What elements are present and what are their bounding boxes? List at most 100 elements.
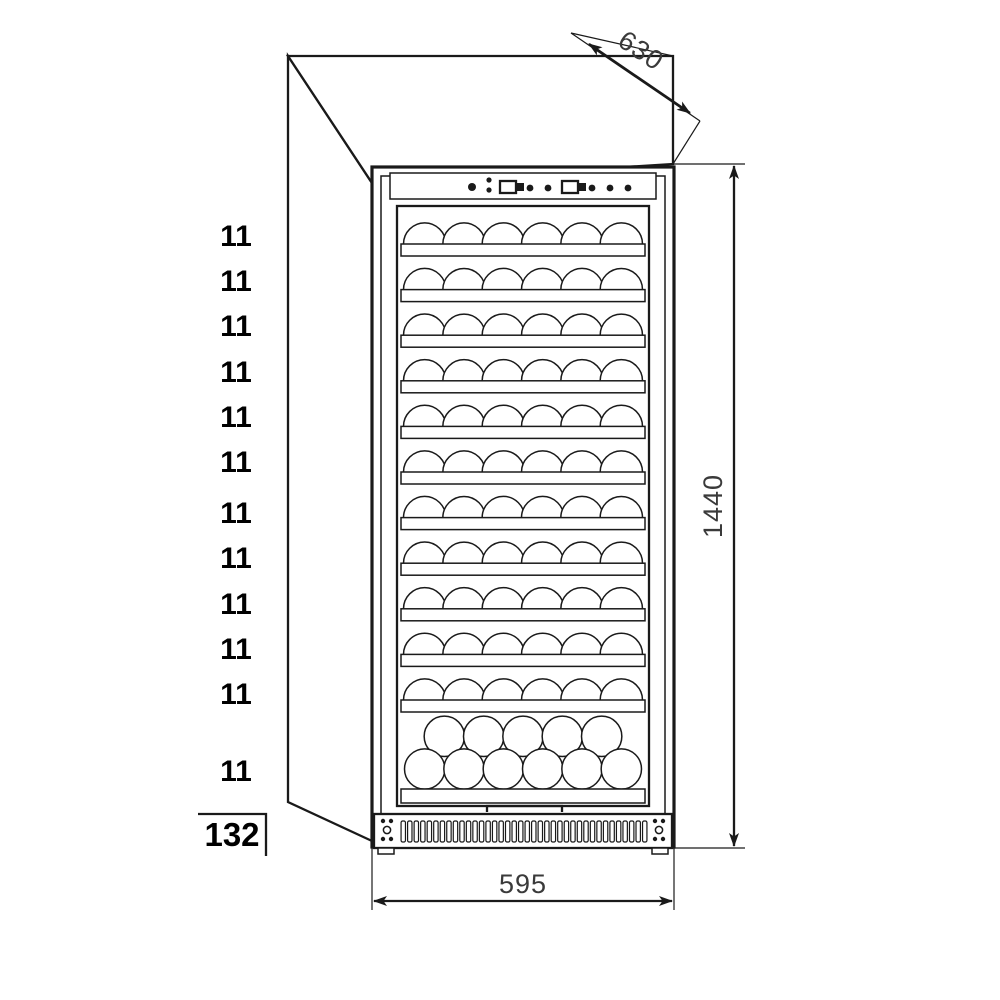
- bottle-arc: [599, 222, 644, 245]
- bottle-arc: [599, 678, 644, 701]
- shelf-row: [400, 632, 646, 668]
- grille-slot: [485, 820, 491, 843]
- grille-screw-r3: [654, 825, 664, 835]
- grille-slot: [628, 820, 635, 843]
- shelf-row: [400, 313, 646, 348]
- total-count-bracket: [198, 812, 268, 856]
- shelf-row: [400, 495, 646, 531]
- shelf-bar: [400, 653, 646, 668]
- grille-slot: [557, 820, 563, 843]
- shelf-bar: [400, 243, 646, 257]
- dim630-line: [588, 43, 691, 114]
- shelf-count-label: 11: [220, 588, 252, 621]
- grille-slot: [426, 820, 433, 843]
- shelf-bar: [400, 608, 646, 622]
- grille-slot: [596, 820, 602, 843]
- shelf-row: [400, 267, 646, 303]
- bottle-arc: [599, 541, 644, 564]
- grille-slot: [570, 820, 576, 843]
- grille-slot: [635, 820, 642, 843]
- indicator-dot-6: [588, 184, 596, 192]
- grille-slot: [511, 820, 518, 843]
- bottle-arc: [599, 495, 644, 518]
- shelf-row: [400, 222, 646, 257]
- grille-slot: [413, 820, 420, 843]
- shelf-count-label: 11: [220, 497, 252, 530]
- dim630-ext-2: [672, 120, 701, 165]
- display-rect-1[interactable]: [498, 179, 518, 195]
- door-handle[interactable]: [485, 804, 564, 812]
- grille-slot: [615, 820, 622, 843]
- shelf-bar: [400, 562, 646, 576]
- shelf-row: [400, 358, 646, 394]
- grille-slot: [517, 820, 524, 843]
- grille-slot: [439, 820, 446, 843]
- grille-slot: [472, 820, 478, 843]
- dimension-width-595: 595: [371, 848, 675, 910]
- indicator-dot-2: [486, 177, 492, 183]
- display-glyph-2: [578, 183, 586, 191]
- cabinet-body: [285, 52, 675, 843]
- bottle-arc: [599, 267, 644, 290]
- display-glyph-1: [516, 183, 524, 191]
- grille-screw-r4: [652, 836, 658, 842]
- bottle-circle-lower: [521, 748, 564, 790]
- grille-slot: [452, 820, 459, 843]
- shelf-rows-group: [400, 222, 646, 713]
- grille-slot: [478, 820, 485, 843]
- indicator-dot-4: [526, 184, 534, 192]
- grille-slot: [602, 820, 609, 843]
- grille-screw-l4: [380, 836, 386, 842]
- grille-slot: [498, 820, 504, 843]
- shelf-count-label: 11: [220, 401, 252, 434]
- grille-screw-r1: [652, 818, 658, 824]
- bottle-circle-lower: [482, 748, 525, 790]
- grille-slot: [406, 820, 413, 843]
- grille-screw-r2: [660, 818, 666, 824]
- bottle-arc: [599, 313, 644, 336]
- display-rect-2[interactable]: [560, 179, 580, 195]
- grille-slot: [446, 820, 452, 843]
- bottom-bin-group: [400, 715, 646, 804]
- bottle-arc: [599, 358, 644, 381]
- grille-screw-l5: [388, 836, 394, 842]
- grille-slot: [563, 820, 570, 843]
- bottle-circle-lower: [600, 748, 643, 790]
- shelf-count-label: 11: [220, 755, 252, 788]
- shelf-row: [400, 678, 646, 713]
- indicator-dot-3: [486, 187, 492, 193]
- bottle-circle-upper: [580, 715, 623, 758]
- grille-slot: [576, 820, 583, 843]
- grille-slots-group: [400, 820, 648, 843]
- grille-slot: [524, 820, 531, 843]
- grille-slot: [550, 820, 557, 843]
- shelf-count-label: 11: [220, 542, 252, 575]
- shelf-count-label: 11: [220, 310, 252, 343]
- shelf-count-label: 11: [220, 265, 252, 298]
- cabinet-bottom-fold: [287, 801, 373, 842]
- shelf-row: [400, 586, 646, 622]
- grille-slot: [589, 820, 596, 843]
- bottle-circle-lower: [443, 748, 485, 790]
- grille-slot: [583, 820, 589, 843]
- indicator-dot-1: [468, 183, 476, 191]
- shelf-row: [400, 450, 646, 485]
- shelf-bar: [400, 471, 646, 485]
- bottle-circle-lower: [403, 748, 446, 790]
- shelf-bar: [400, 334, 646, 348]
- dim595-label: 595: [499, 869, 547, 899]
- top-face-fold-left: [287, 55, 373, 184]
- grille-slot: [420, 820, 426, 843]
- grille-slot: [641, 820, 648, 843]
- shelf-bar: [400, 425, 646, 440]
- cabinet-foot-right: [651, 847, 669, 855]
- grille-slot: [544, 820, 550, 843]
- grille-screw-l1: [380, 818, 386, 824]
- control-panel[interactable]: [389, 172, 657, 200]
- bottle-arc: [599, 450, 644, 473]
- shelf-count-label: 11: [220, 678, 252, 711]
- shelf-bar: [400, 380, 646, 394]
